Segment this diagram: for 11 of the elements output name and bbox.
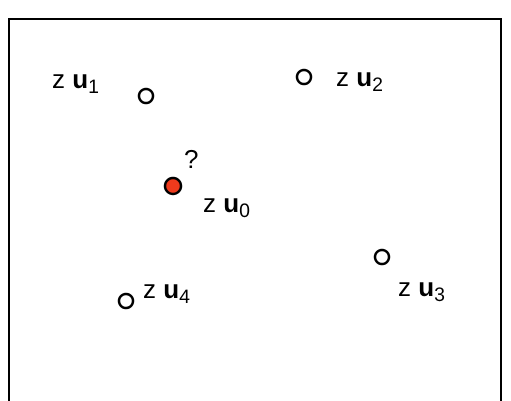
point-marker [295, 68, 313, 86]
point-marker [117, 292, 135, 310]
point-marker [373, 248, 391, 266]
point-label: ? [184, 146, 198, 172]
point-label: z u$_{2}$ [336, 64, 383, 90]
point-marker [163, 176, 183, 196]
point-label: z u$_{3}$ [398, 274, 445, 300]
point-label: z u$_{0}$ [203, 190, 250, 216]
point-label: z u$_{1}$ [52, 66, 99, 92]
point-label: z u$_{4}$ [143, 276, 190, 302]
point-marker [137, 87, 155, 105]
